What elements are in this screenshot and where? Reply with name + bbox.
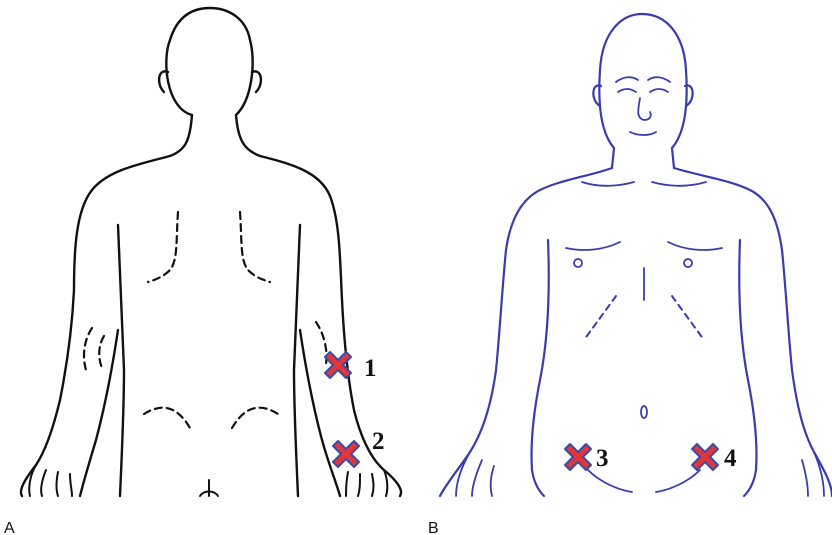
back-iliac-left (144, 408, 190, 428)
x-mark-icon (692, 444, 718, 470)
front-eye-right (650, 89, 668, 92)
back-body-left (21, 115, 192, 496)
front-torso-right (739, 240, 756, 496)
front-hand-right (802, 452, 824, 496)
front-head (599, 14, 686, 148)
front-chest-left (566, 242, 620, 250)
marker-label-4: 4 (724, 445, 737, 472)
front-collarbone-left (582, 182, 634, 186)
back-spine (200, 480, 218, 496)
back-torso-left (118, 225, 124, 496)
back-upper-arm-left (84, 328, 104, 370)
front-torso-left (531, 240, 548, 496)
marker-4 (692, 444, 718, 470)
front-rib-left (584, 296, 616, 340)
back-scapula-left (148, 212, 178, 282)
front-nose (638, 98, 651, 120)
back-scapula-right (240, 212, 270, 282)
front-collarbone-right (652, 182, 706, 186)
front-navel (641, 406, 647, 418)
panel-a-letter: A (4, 520, 15, 535)
front-neck (612, 148, 674, 168)
front-mouth (630, 132, 656, 135)
front-eye-left (618, 89, 636, 92)
front-rib-right (672, 296, 704, 340)
front-nipple-left (574, 259, 582, 267)
front-hand-left (456, 452, 494, 496)
front-groin-right (656, 470, 700, 492)
back-iliac-right (232, 408, 278, 428)
back-head (166, 8, 252, 115)
front-groin-left (588, 470, 632, 492)
back-hand-right (346, 470, 387, 496)
marker-2 (333, 441, 359, 467)
back-ear-right (252, 71, 261, 92)
panel-a-back-view (21, 8, 401, 496)
panel-b-letter: B (428, 520, 439, 535)
back-torso-right (294, 225, 300, 496)
front-nipple-right (684, 259, 692, 267)
marker-label-2: 2 (372, 428, 385, 455)
front-chest-right (668, 242, 722, 250)
marker-3 (565, 444, 591, 470)
x-mark-icon (565, 444, 591, 470)
x-mark-icon (333, 441, 359, 467)
front-brow-right (648, 77, 670, 82)
back-hand-left (29, 465, 72, 496)
marker-label-1: 1 (364, 355, 377, 382)
panel-b-front-view (440, 14, 832, 496)
front-brow-left (616, 77, 638, 82)
marker-label-3: 3 (596, 445, 609, 472)
